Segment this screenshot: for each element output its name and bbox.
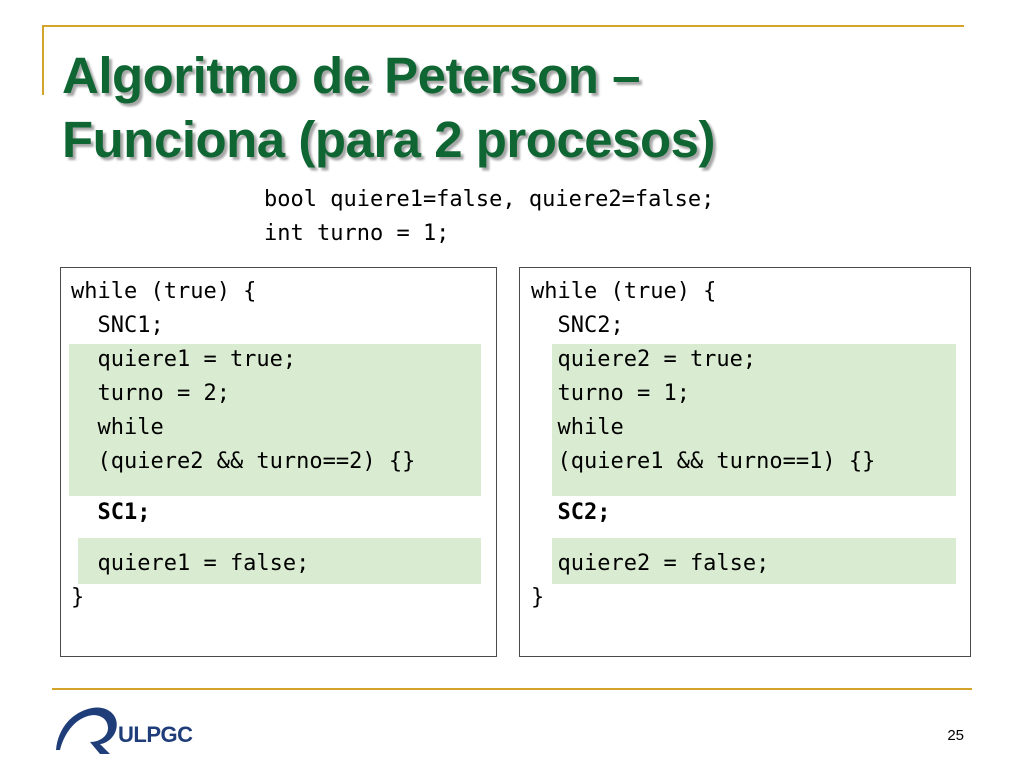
code-line: (quiere2 && turno==2) {} — [71, 449, 416, 474]
exit-protocol-highlight — [78, 538, 481, 584]
slide-title: Algoritmo de Peterson – Funciona (para 2… — [62, 44, 716, 172]
process-2-code-panel: while (true) { SNC2; quiere2 = true; tur… — [519, 267, 971, 657]
entry-protocol-highlight — [69, 344, 481, 496]
code-line: while (true) { — [71, 279, 257, 304]
code-line: while (true) { — [531, 279, 717, 304]
code-line: turno = 2; — [71, 381, 230, 406]
code-line: (quiere1 && turno==1) {} — [531, 449, 876, 474]
ulpgc-logo-icon — [56, 707, 117, 754]
page-number: 25 — [947, 727, 964, 744]
declaration-line: bool quiere1=false, quiere2=false; — [264, 187, 715, 212]
code-line: turno = 1; — [531, 381, 690, 406]
code-line: } — [71, 585, 85, 610]
code-line: while — [71, 415, 164, 440]
code-line: quiere1 = true; — [71, 347, 297, 372]
code-line: quiere1 = false; — [71, 551, 310, 576]
critical-section-line: SC1; — [71, 500, 151, 525]
shared-declarations: bool quiere1=false, quiere2=false; int t… — [264, 183, 714, 251]
critical-section-line: SC2; — [531, 500, 611, 525]
code-line: } — [531, 585, 545, 610]
slide-title-line-2: Funciona (para 2 procesos) — [62, 111, 716, 168]
top-border-rule — [42, 25, 964, 27]
slide-title-line-1: Algoritmo de Peterson – — [62, 47, 640, 104]
process-1-code-panel: while (true) { SNC1; quiere1 = true; tur… — [60, 267, 497, 657]
entry-protocol-highlight — [552, 344, 956, 496]
code-line: SNC2; — [531, 313, 624, 338]
footer-rule — [52, 688, 972, 690]
declaration-line: int turno = 1; — [264, 221, 450, 246]
code-line: SNC1; — [71, 313, 164, 338]
code-line: while — [531, 415, 624, 440]
exit-protocol-highlight — [552, 538, 956, 584]
left-border-rule — [42, 25, 44, 95]
code-line: quiere2 = false; — [531, 551, 770, 576]
code-line: quiere2 = true; — [531, 347, 757, 372]
logo-text: ULPGC — [118, 722, 193, 747]
